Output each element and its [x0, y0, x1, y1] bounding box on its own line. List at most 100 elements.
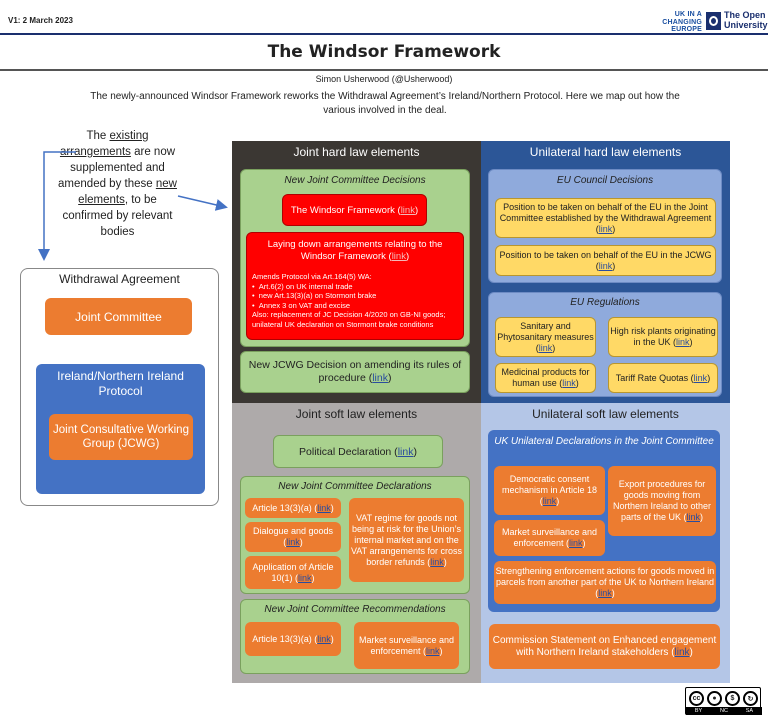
laying-down-link[interactable]: link — [391, 251, 406, 262]
rec-2-link[interactable]: link — [426, 645, 440, 656]
sa-icon: ↻ — [743, 691, 758, 706]
recommendation-market-surveillance: Market surveillance and enforcement (lin… — [354, 622, 459, 669]
cc-label: NC — [720, 708, 728, 714]
joint-hard-law-title: Joint hard law elements — [293, 145, 420, 159]
decl-1-label: Article 13(3)(a) — [252, 503, 312, 513]
decl-2-link[interactable]: link — [286, 537, 300, 547]
note-text-3: , to be confirmed by relevant bodies — [62, 194, 173, 238]
note-text-1: The — [86, 130, 110, 142]
unilateral-hard-law-title: Unilateral hard law elements — [529, 145, 682, 159]
cc-label: BY — [694, 708, 703, 714]
title-rule — [0, 69, 768, 71]
decl-2-label: Dialogue and goods — [252, 526, 334, 536]
eu-council-decisions-title: EU Council Decisions — [556, 175, 654, 186]
laying-down-arrangements-title: Laying down arrangements relating to the… — [267, 239, 443, 262]
laying-lead: Amends Protocol via Art.164(5) WA: — [252, 272, 372, 281]
declaration-vat-regime: VAT regime for goods not being at risk f… — [349, 498, 464, 582]
reg-3-label: Medicinal products for human use — [501, 367, 590, 388]
uk-3-link[interactable]: link — [686, 512, 701, 522]
laying-item: Art.6(2) on UK internal trade — [252, 282, 462, 292]
declaration-article-10: Application of Article 10(1) (link) — [245, 556, 341, 589]
jcwg-decision-link[interactable]: link — [372, 372, 388, 384]
rec-1-label: Article 13(3)(a) — [252, 634, 312, 644]
unilateral-soft-law-title: Unilateral soft law elements — [532, 407, 679, 421]
laying-item: new Art.13(3)(a) on Stormont brake — [252, 291, 462, 301]
windsor-framework-link[interactable]: link — [400, 204, 415, 216]
cc-icon: cc — [689, 691, 704, 706]
windsor-framework-decision: The Windsor Framework (link) — [282, 194, 427, 226]
political-declaration-link[interactable]: link — [397, 445, 414, 458]
uk-2-label: Market surveillance and enforcement — [501, 527, 598, 548]
uk-4-label: Strengthening enforcement actions for go… — [495, 566, 715, 587]
windsor-framework-label: The Windsor Framework — [290, 204, 395, 216]
joint-committee-box: Joint Committee — [45, 298, 192, 335]
jcwg-decision-box: New JCWG Decision on amending its rules … — [240, 351, 470, 393]
uk-4-link[interactable]: link — [598, 588, 612, 598]
council-2-link[interactable]: link — [598, 260, 613, 271]
recommendation-article-13: Article 13(3)(a) (link) — [245, 622, 341, 656]
council-joint-committee-position: Position to be taken on behalf of the EU… — [495, 198, 716, 238]
reg-4-link[interactable]: link — [693, 372, 708, 383]
ukice-logo: UK IN A CHANGING EUROPE — [662, 11, 702, 33]
uk-declaration-parcels-enforcement: Strengthening enforcement actions for go… — [494, 561, 716, 604]
open-university-logo-text: The Open University — [724, 10, 768, 30]
joint-committee-recommendations-title: New Joint Committee Recommendations — [264, 604, 446, 615]
intro-text: The newly-announced Windsor Framework re… — [90, 91, 680, 116]
decl-3-link[interactable]: link — [298, 572, 312, 583]
council-1-link[interactable]: link — [598, 223, 613, 234]
commission-label: Commission Statement on Enhanced engagem… — [492, 634, 717, 658]
declaration-article-13: Article 13(3)(a) (link) — [245, 498, 341, 518]
regulation-medicinal-products: Medicinal products for human use (link) — [495, 363, 596, 393]
uk-declaration-export-procedures: Export procedures for goods moving from … — [608, 466, 716, 536]
regulation-high-risk-plants: High risk plants originating in the UK (… — [608, 317, 718, 357]
uk-declarations-title: UK Unilateral Declarations in the Joint … — [494, 436, 714, 447]
jcwg-box: Joint Consultative Working Group (JCWG) — [49, 414, 193, 460]
decl-4-label: VAT regime for goods not being at risk f… — [350, 512, 463, 567]
uk-1-link[interactable]: link — [542, 496, 557, 506]
uk-2-link[interactable]: link — [569, 538, 583, 548]
uk-declaration-democratic-consent: Democratic consent mechanism in Article … — [494, 466, 605, 515]
note-new-elements: new elements — [78, 178, 177, 206]
commission-link[interactable]: link — [674, 646, 690, 658]
joint-soft-law-title: Joint soft law elements — [295, 407, 418, 421]
laying-title-text: Laying down arrangements relating to the… — [267, 239, 443, 262]
open-university-logo-icon — [706, 12, 721, 30]
reg-3-link[interactable]: link — [562, 378, 576, 388]
reg-2-label: High risk plants originating in the UK — [610, 326, 716, 347]
explanatory-note: The existing arrangements are now supple… — [55, 128, 180, 240]
political-declaration-box: Political Declaration (link) — [273, 435, 443, 468]
rec-1-link[interactable]: link — [317, 634, 331, 644]
reg-1-label: Sanitary and Phytosanitary measures — [497, 320, 594, 342]
cc-label: SA — [745, 708, 754, 714]
decl-4-link[interactable]: link — [430, 556, 444, 567]
council-jcwg-position: Position to be taken on behalf of the EU… — [495, 245, 716, 276]
by-icon: ● — [707, 691, 722, 706]
author-line: Simon Usherwood (@Usherwood) — [315, 74, 453, 84]
reg-4-label: Tariff Rate Quotas — [615, 372, 689, 383]
eu-regulations-title: EU Regulations — [570, 297, 640, 308]
page-title: The Windsor Framework — [267, 42, 501, 62]
note-existing-arrangements: existing arrangements — [59, 130, 149, 158]
creative-commons-badge: cc ● $ ↻ BY NC SA — [685, 687, 762, 715]
arrow-to-new-elements — [177, 195, 228, 211]
regulation-tariff-rate-quotas: Tariff Rate Quotas (link) — [608, 363, 718, 393]
political-declaration-label: Political Declaration — [299, 445, 392, 458]
reg-2-link[interactable]: link — [676, 337, 690, 347]
commission-statement-box: Commission Statement on Enhanced engagem… — [489, 624, 720, 669]
decl-1-link[interactable]: link — [317, 503, 331, 513]
header-rule — [0, 33, 768, 35]
version-label: V1: 2 March 2023 — [8, 16, 73, 25]
laying-item: Annex 3 on VAT and excise — [252, 301, 462, 311]
laying-also: Also: replacement of JC Decision 4/2020 … — [252, 310, 446, 329]
nc-icon: $ — [725, 691, 740, 706]
withdrawal-agreement-title: Withdrawal Agreement — [59, 272, 180, 286]
rec-2-label: Market surveillance and enforcement — [358, 634, 455, 656]
council-2-label: Position to be taken on behalf of the EU… — [499, 249, 712, 260]
laying-down-details: Amends Protocol via Art.164(5) WA: Art.6… — [252, 272, 462, 330]
note-text-2: are now supplemented and amended by thes… — [58, 146, 176, 190]
joint-committee-declarations-title: New Joint Committee Declarations — [278, 481, 432, 492]
reg-1-link[interactable]: link — [538, 342, 553, 353]
uk-1-label: Democratic consent mechanism in Article … — [501, 474, 598, 495]
council-1-label: Position to be taken on behalf of the EU… — [499, 201, 712, 223]
uk-declaration-market-surveillance: Market surveillance and enforcement (lin… — [494, 520, 605, 556]
